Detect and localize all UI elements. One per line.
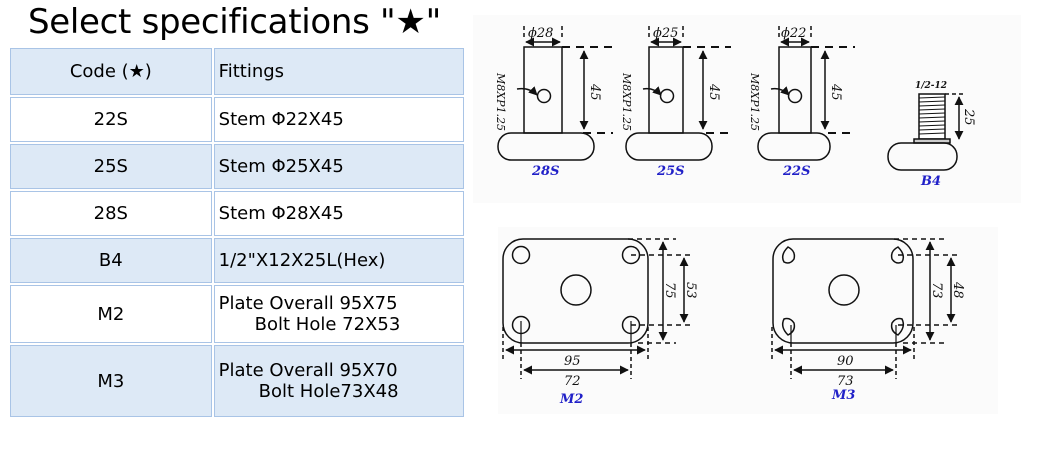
fitting-cell: Plate Overall 95X75 Bolt Hole 72X53 bbox=[213, 285, 464, 343]
fitting-cell: Stem Φ22X45 bbox=[213, 97, 464, 142]
table-row: M3 Plate Overall 95X70 Bolt Hole73X48 bbox=[10, 345, 464, 417]
table-row: B4 1/2"X12X25L(Hex) bbox=[10, 238, 464, 283]
fitting-line-1: Plate Overall 95X70 bbox=[218, 360, 398, 381]
stem-25s-diameter: ϕ25 bbox=[653, 26, 678, 41]
stem-25s-height: 45 bbox=[706, 83, 721, 101]
stem-28s-thread: M8XP1.25 bbox=[494, 72, 507, 131]
stem-drawing-25s bbox=[625, 26, 731, 161]
fitting-line-2: Bolt Hole 72X53 bbox=[254, 314, 401, 335]
stem-25s-label: 25S bbox=[656, 164, 684, 179]
stem-drawing-28s bbox=[497, 26, 613, 161]
table-header-row: Code (★) Fittings bbox=[10, 48, 464, 95]
fitting-cell: 1/2"X12X25L(Hex) bbox=[213, 238, 464, 283]
plate-drawing-m3 bbox=[771, 238, 958, 379]
plate-m2-label: M2 bbox=[559, 392, 583, 407]
stem-25s-thread: M8XP1.25 bbox=[620, 72, 633, 131]
plate-m2-overall-width: 95 bbox=[564, 354, 581, 369]
header-code: Code (★) bbox=[10, 48, 212, 95]
plate-m3-hole-width: 73 bbox=[837, 374, 854, 389]
stem-22s-diameter: ϕ22 bbox=[781, 26, 806, 41]
table-row: 25S Stem Φ25X45 bbox=[10, 144, 464, 189]
bolt-drawing-b4 bbox=[887, 93, 965, 171]
fitting-line-2: Bolt Hole73X48 bbox=[258, 381, 399, 402]
stem-28s-diameter: ϕ28 bbox=[528, 26, 553, 41]
code-cell: 22S bbox=[10, 97, 212, 142]
code-cell: 28S bbox=[10, 191, 212, 236]
code-cell: M3 bbox=[10, 345, 212, 417]
fitting-line-1: Plate Overall 95X75 bbox=[218, 293, 398, 314]
plate-m3-hole-height: 48 bbox=[950, 281, 965, 299]
bolt-label: B4 bbox=[920, 174, 941, 189]
table-row: 22S Stem Φ22X45 bbox=[10, 97, 464, 142]
table-row: 28S Stem Φ28X45 bbox=[10, 191, 464, 236]
code-cell: B4 bbox=[10, 238, 212, 283]
stem-22s-label: 22S bbox=[782, 164, 810, 179]
stem-drawing-22s bbox=[757, 26, 855, 161]
plate-m3-label: M3 bbox=[831, 388, 855, 403]
code-cell: 25S bbox=[10, 144, 212, 189]
plate-m2-overall-height: 75 bbox=[662, 282, 677, 299]
stem-28s-height: 45 bbox=[587, 83, 602, 101]
bolt-height: 25 bbox=[961, 108, 976, 126]
plate-drawings-panel: 95 72 75 53 M2 90 73 bbox=[498, 227, 998, 414]
page-title: Select specifications "★" bbox=[28, 2, 441, 42]
plate-m2-hole-height: 53 bbox=[683, 282, 698, 299]
header-fittings: Fittings bbox=[213, 48, 464, 95]
plate-drawing-m2 bbox=[502, 238, 690, 379]
plate-m2-hole-width: 72 bbox=[564, 374, 581, 389]
plate-drawings: 95 72 75 53 M2 90 73 bbox=[502, 238, 965, 407]
plate-m3-overall-width: 90 bbox=[837, 354, 854, 369]
plate-m3-overall-height: 73 bbox=[929, 282, 944, 299]
fitting-cell: Stem Φ25X45 bbox=[213, 144, 464, 189]
stem-28s-label: 28S bbox=[531, 164, 559, 179]
bolt-thread: 1/2-12 bbox=[915, 81, 947, 91]
stem-drawings-panel: ϕ28 45 M8XP1.25 28S ϕ25 45 M8XP1.25 25S bbox=[473, 15, 1021, 203]
stem-drawings: ϕ28 45 M8XP1.25 28S ϕ25 45 M8XP1.25 25S bbox=[494, 26, 976, 189]
fitting-cell: Stem Φ28X45 bbox=[213, 191, 464, 236]
fitting-cell: Plate Overall 95X70 Bolt Hole73X48 bbox=[213, 345, 464, 417]
stem-22s-thread: M8XP1.25 bbox=[748, 72, 761, 131]
stem-22s-height: 45 bbox=[828, 83, 843, 101]
spec-table: Code (★) Fittings 22S Stem Φ22X45 25S St… bbox=[8, 46, 466, 419]
code-cell: M2 bbox=[10, 285, 212, 343]
table-row: M2 Plate Overall 95X75 Bolt Hole 72X53 bbox=[10, 285, 464, 343]
